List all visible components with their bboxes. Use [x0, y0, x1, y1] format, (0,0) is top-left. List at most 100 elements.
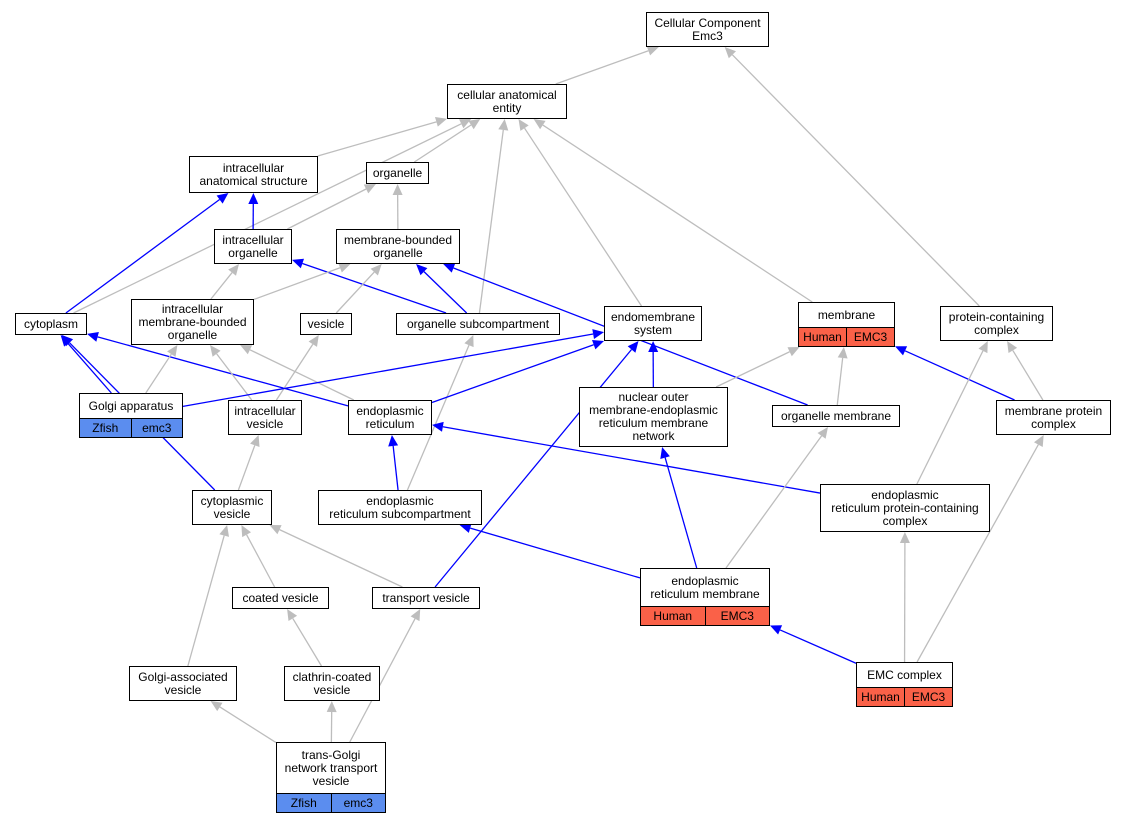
node-er[interactable]: endoplasmic reticulum	[348, 400, 432, 435]
arrowhead-coated-to-cv	[241, 525, 251, 538]
node-cytoplasm[interactable]: cytoplasm	[15, 313, 87, 335]
edge-vesicle-to-mbo	[335, 271, 375, 314]
arrowhead-imbo-to-mbo	[338, 263, 351, 273]
node-gav[interactable]: Golgi-associated vesicle	[129, 666, 237, 701]
node-io[interactable]: intracellular organelle	[214, 229, 292, 264]
node-label: coated vesicle	[242, 590, 319, 605]
human-annotation-cell: Human	[799, 328, 846, 346]
arrowhead-nom-to-es	[648, 341, 659, 352]
node-om[interactable]: organelle membrane	[772, 405, 900, 427]
node-cv[interactable]: cytoplasmic vesicle	[192, 490, 272, 525]
edge-golgi-to-es	[182, 333, 594, 407]
arrowhead-emc-to-erpc	[899, 532, 910, 543]
arrowhead-erm-to-ers	[459, 523, 472, 533]
node-tv[interactable]: transport vesicle	[372, 587, 480, 609]
node-iv[interactable]: intracellular vesicle	[228, 400, 302, 435]
node-label: organelle membrane	[780, 408, 892, 423]
edge-nom-to-membrane	[715, 351, 790, 388]
edge-tgn-to-gav	[219, 706, 277, 744]
node-label: intracellular anatomical structure	[199, 160, 308, 188]
edge-organelle-to-cae	[413, 124, 472, 163]
arrowhead-imbo-to-io	[228, 264, 239, 276]
edge-tv-to-es	[434, 349, 633, 588]
edge-emc-to-mpc	[916, 444, 1039, 663]
node-cae[interactable]: cellular anatomical entity	[447, 84, 567, 119]
arrowhead-cytoplasm-to-ias	[216, 193, 229, 204]
zfish-annotation-cell: Zfish	[80, 419, 131, 437]
node-label: organelle subcompartment	[406, 316, 550, 331]
edge-ias-to-cae	[317, 121, 437, 157]
edge-ers-to-er	[392, 445, 399, 491]
node-pcc[interactable]: protein-containing complex	[940, 306, 1053, 341]
arrowhead-os-to-mbo	[416, 264, 428, 276]
arrowhead-er-to-imbo	[240, 345, 253, 355]
arrowhead-cv-to-cytoplasm	[61, 335, 74, 347]
node-ers[interactable]: endoplasmic reticulum subcompartment	[318, 490, 482, 525]
edge-erm-to-ers	[470, 527, 641, 579]
arrowhead-tgn-to-ccv	[326, 701, 337, 713]
arrowhead-iv-to-imbo	[210, 345, 221, 357]
edge-imbo-to-io	[210, 272, 233, 300]
edge-iv-to-vesicle	[275, 343, 314, 401]
arrowhead-os-to-cae	[498, 119, 509, 131]
arrowhead-mpc-to-membrane	[895, 346, 908, 356]
arrowhead-er-to-cytoplasm	[87, 332, 99, 342]
arrowhead-erm-to-nom	[660, 447, 670, 459]
node-label: protein-containing complex	[948, 309, 1045, 337]
arrowhead-tv-to-es	[627, 341, 639, 353]
node-coated[interactable]: coated vesicle	[232, 587, 329, 609]
arrowhead-ias-to-cae	[435, 117, 447, 127]
node-label: vesicle	[307, 316, 345, 331]
arrowhead-emc-to-erm	[770, 625, 783, 635]
arrowhead-io-to-ias	[248, 193, 259, 204]
edge-erpc-to-er	[442, 426, 821, 494]
node-mpc[interactable]: membrane protein complex	[996, 400, 1111, 435]
edge-membrane-to-cae	[542, 124, 813, 303]
arrowhead-erpc-to-er	[432, 421, 444, 432]
arrowhead-cytoplasm-to-cae	[459, 119, 472, 129]
node-imbo[interactable]: intracellular membrane-bounded organelle	[131, 299, 254, 345]
node-es[interactable]: endomembrane system	[604, 306, 702, 341]
node-os[interactable]: organelle subcompartment	[396, 313, 560, 335]
node-label: cellular anatomical entity	[457, 87, 557, 115]
node-label: cytoplasm	[23, 316, 79, 331]
arrowhead-gav-to-cv	[219, 525, 229, 537]
node-erpc[interactable]: endoplasmic reticulum protein-containing…	[820, 484, 990, 532]
node-vesicle[interactable]: vesicle	[300, 313, 352, 335]
node-label: trans-Golgi network transport vesicle	[284, 747, 378, 788]
zfish-annotation-cell: emc3	[330, 794, 385, 812]
node-label: endoplasmic reticulum subcompartment	[329, 493, 471, 521]
human-annotation-cell: EMC3	[904, 688, 952, 706]
node-mbo[interactable]: membrane-bounded organelle	[336, 229, 460, 264]
edge-mpc-to-membrane	[904, 350, 1015, 401]
arrowhead-cv-to-iv	[250, 435, 260, 447]
arrowhead-emc-to-mpc	[1034, 435, 1044, 447]
node-label: endoplasmic reticulum protein-containing…	[831, 487, 979, 528]
edge-tgn-to-tv	[349, 618, 416, 743]
arrowhead-tv-to-cv	[269, 525, 282, 535]
node-ccv[interactable]: clathrin-coated vesicle	[284, 666, 380, 701]
node-cc[interactable]: Cellular Component Emc3	[646, 12, 769, 47]
edge-er-to-imbo	[249, 349, 355, 401]
edge-erpc-to-pcc	[916, 350, 984, 485]
edge-iv-to-imbo	[216, 353, 253, 401]
arrowhead-golgi-to-es	[592, 329, 604, 339]
arrowhead-mbo-to-organelle	[392, 184, 403, 195]
node-ias[interactable]: intracellular anatomical structure	[189, 156, 318, 193]
zfish-annotation-cell: emc3	[130, 419, 182, 437]
node-label: transport vesicle	[382, 590, 470, 605]
edge-er-to-cytoplasm	[97, 336, 349, 407]
arrowhead-er-to-es	[592, 340, 604, 350]
node-label: endomembrane system	[610, 309, 696, 337]
node-label: Cellular Component Emc3	[654, 15, 761, 43]
node-organelle[interactable]: organelle	[366, 162, 429, 184]
arrowhead-erm-to-om	[817, 427, 828, 439]
node-nom[interactable]: nuclear outer membrane-endoplasmic retic…	[579, 387, 728, 447]
arrowhead-ccv-to-coated	[287, 609, 298, 621]
